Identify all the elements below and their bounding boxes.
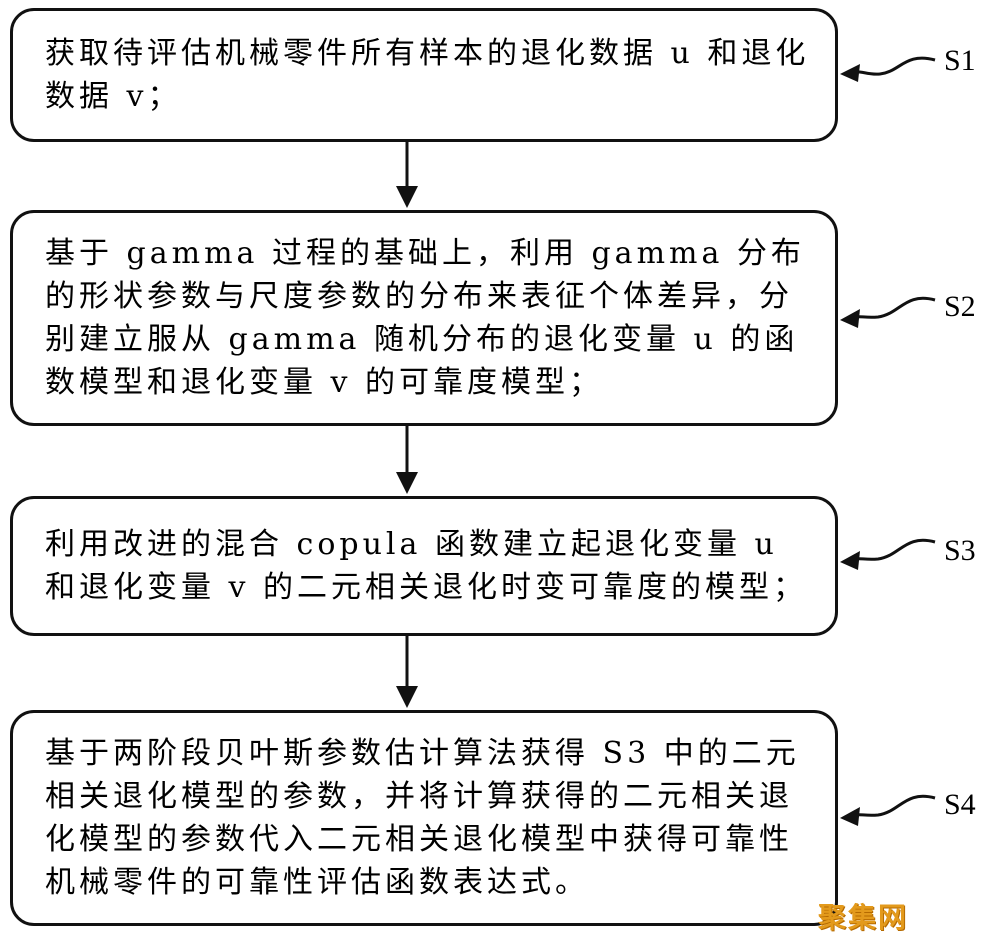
watermark-logo: 聚集网 [818, 901, 909, 934]
leader-arrow-s3 [840, 538, 936, 570]
step-label-s2: S2 [944, 290, 976, 323]
step-box-s4: 基于两阶段贝叶斯参数估计算法获得 S3 中的二元相关退化模型的参数，并将计算获得… [10, 710, 838, 926]
step-box-s3: 利用改进的混合 copula 函数建立起退化变量 u 和退化变量 v 的二元相关… [10, 496, 838, 636]
step-label-s4: S4 [944, 788, 976, 821]
step-label-s3: S3 [944, 534, 976, 567]
step-box-s1: 获取待评估机械零件所有样本的退化数据 u 和退化数据 v； [10, 8, 838, 142]
step-label-s1: S1 [944, 44, 976, 77]
flow-arrow-3-4 [396, 636, 418, 708]
step-text-s1: 获取待评估机械零件所有样本的退化数据 u 和退化数据 v； [45, 36, 810, 114]
flow-arrow-2-3 [396, 426, 418, 494]
leader-arrow-s2 [840, 296, 936, 328]
step-box-s2: 基于 gamma 过程的基础上，利用 gamma 分布的形状参数与尺度参数的分布… [10, 210, 838, 426]
step-text-s2: 基于 gamma 过程的基础上，利用 gamma 分布的形状参数与尺度参数的分布… [45, 236, 805, 400]
leader-arrow-s4 [840, 794, 936, 826]
leader-arrow-s1 [840, 56, 936, 82]
step-text-s4: 基于两阶段贝叶斯参数估计算法获得 S3 中的二元相关退化模型的参数，并将计算获得… [45, 736, 800, 900]
step-text-s3: 利用改进的混合 copula 函数建立起退化变量 u 和退化变量 v 的二元相关… [45, 527, 808, 605]
flow-arrow-1-2 [396, 142, 418, 208]
